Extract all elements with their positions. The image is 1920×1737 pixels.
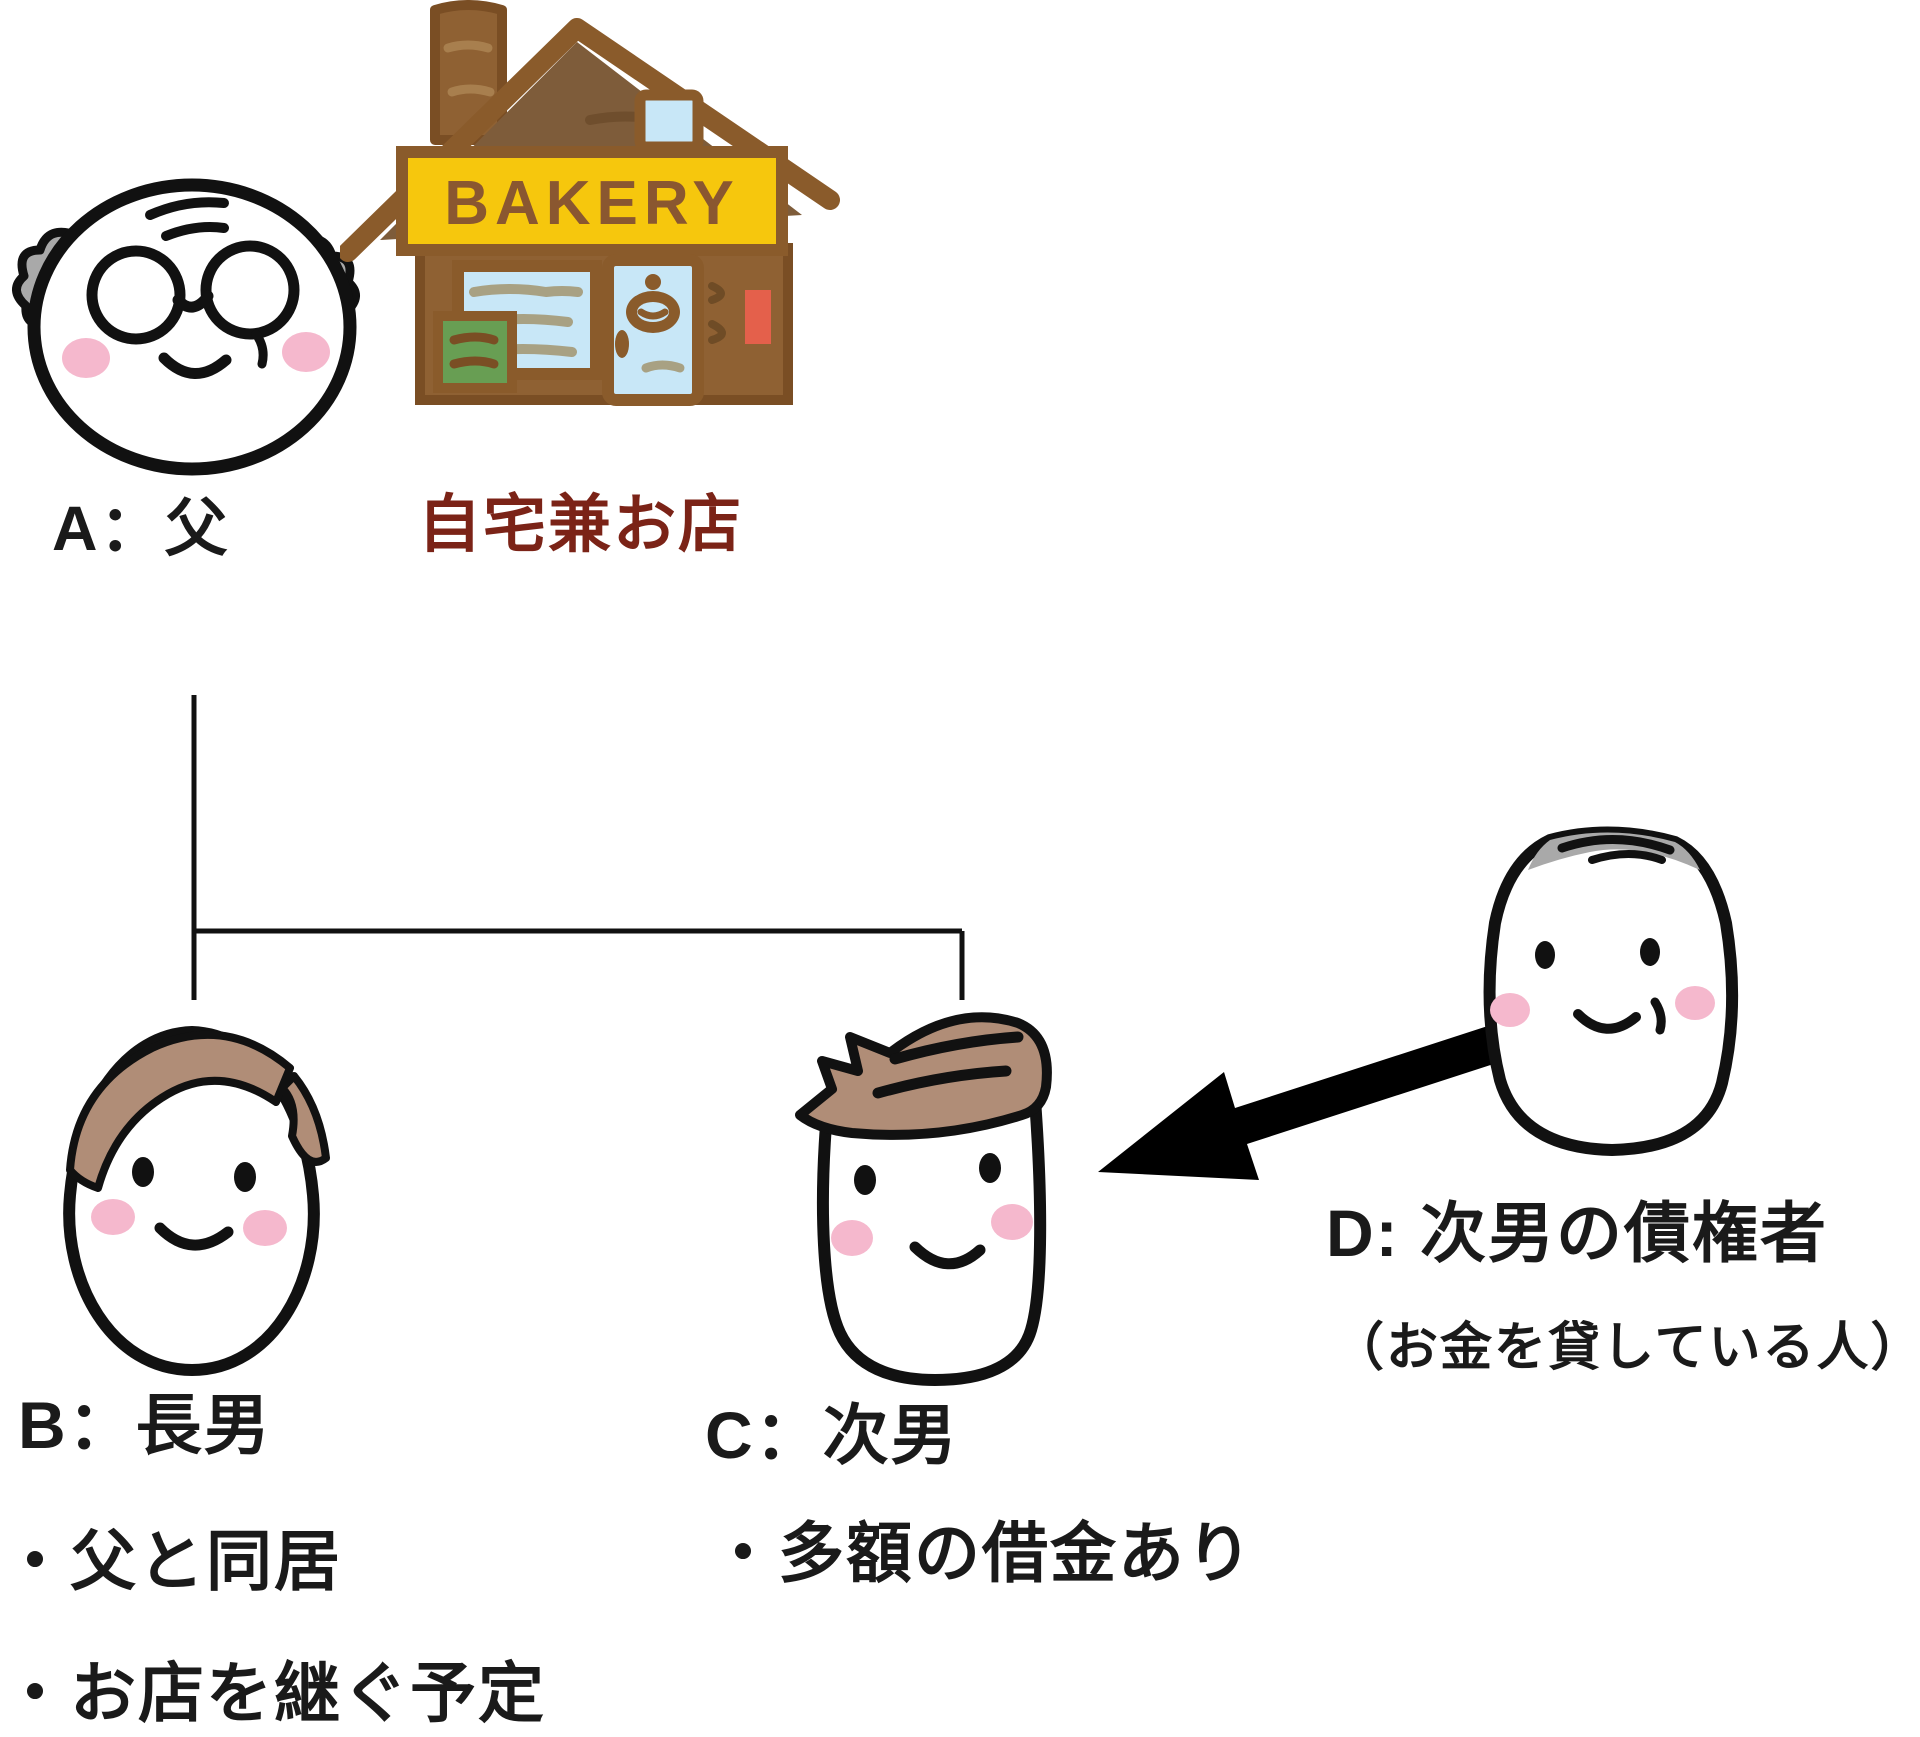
eldest-son-note-2: ・お店を継ぐ予定	[2, 1656, 546, 1730]
forehead-wrinkle-1	[145, 197, 229, 220]
eldest-son-hair-right-patch	[278, 1072, 330, 1166]
creditor-cheek-right	[1675, 986, 1715, 1020]
creditor-cheek-left	[1490, 993, 1530, 1027]
red-wall-accent	[745, 290, 771, 344]
creditor-arrow-icon	[1098, 1023, 1509, 1180]
father-smile	[158, 352, 232, 379]
creditor-figure	[1483, 826, 1739, 1157]
green-crate	[433, 311, 517, 393]
father-mouth-accent	[251, 329, 268, 369]
door-handle	[615, 330, 629, 358]
eldest-son-note-1: ・父と同居	[2, 1524, 342, 1598]
eldest-son-hair	[66, 1030, 294, 1192]
second-son-hair-streak-2	[872, 1065, 1012, 1099]
gable-window	[634, 89, 704, 153]
glasses-bridge-icon	[172, 290, 214, 313]
door-sign-hook	[645, 274, 661, 290]
second-son-eye-left	[854, 1165, 876, 1195]
second-son-figure	[795, 1012, 1052, 1387]
chimney-brick-mark-2	[447, 84, 495, 97]
wall-texture-marks	[708, 282, 726, 344]
father-cheek-left	[62, 338, 110, 378]
second-son-cheek-right	[991, 1204, 1033, 1240]
eldest-son-eye-right	[234, 1162, 256, 1192]
second-son-cheek-left	[831, 1220, 873, 1256]
eldest-son-cheek-right	[243, 1210, 287, 1246]
crate-marks	[449, 332, 499, 369]
forehead-wrinkle-2	[161, 222, 229, 241]
second-son-hair	[795, 1012, 1052, 1140]
second-son-hair-streak-1	[889, 1031, 1024, 1065]
second-son-eye-right	[979, 1153, 1001, 1183]
father-figure	[12, 178, 360, 476]
bakery-sign-text: BAKERY	[444, 169, 740, 238]
creditor-hair-swirl-1	[1557, 834, 1675, 855]
father-cheek-right	[282, 332, 330, 372]
eldest-son-eye-left	[132, 1157, 154, 1187]
creditor-hair-swirl-2	[1588, 850, 1666, 864]
second-son-smile	[909, 1241, 986, 1270]
creditor-note: （お金を貸している人）	[1332, 1319, 1920, 1377]
second-son-note-1: ・多額の借金あり	[710, 1516, 1254, 1590]
bakery-signboard	[396, 146, 788, 256]
creditor-head	[1483, 826, 1739, 1157]
window-shelf-1	[469, 284, 583, 298]
eldest-son-label: B：長男	[18, 1388, 272, 1462]
door-shelf-mark	[641, 360, 685, 373]
creditor-eye-left	[1535, 941, 1555, 969]
father-label: A：父	[52, 494, 230, 564]
glasses-right-lens-icon	[200, 240, 300, 340]
home-shop-label: 自宅兼お店	[418, 490, 743, 560]
creditor-label: D: 次男の債権者	[1326, 1196, 1828, 1270]
creditor-smile	[1573, 1009, 1641, 1034]
eldest-son-figure	[63, 1025, 330, 1377]
bakery-illustration: BAKERY	[340, 0, 840, 406]
glasses-left-lens-icon	[86, 245, 186, 345]
creditor-mouth-accent	[1650, 997, 1666, 1035]
eldest-son-smile	[154, 1222, 234, 1251]
second-son-label: C：次男	[705, 1398, 959, 1472]
pretzel-swirl	[637, 308, 669, 320]
creditor-eye-right	[1640, 938, 1660, 966]
chimney-brick-mark-1	[443, 40, 493, 53]
eldest-son-cheek-left	[91, 1199, 135, 1235]
